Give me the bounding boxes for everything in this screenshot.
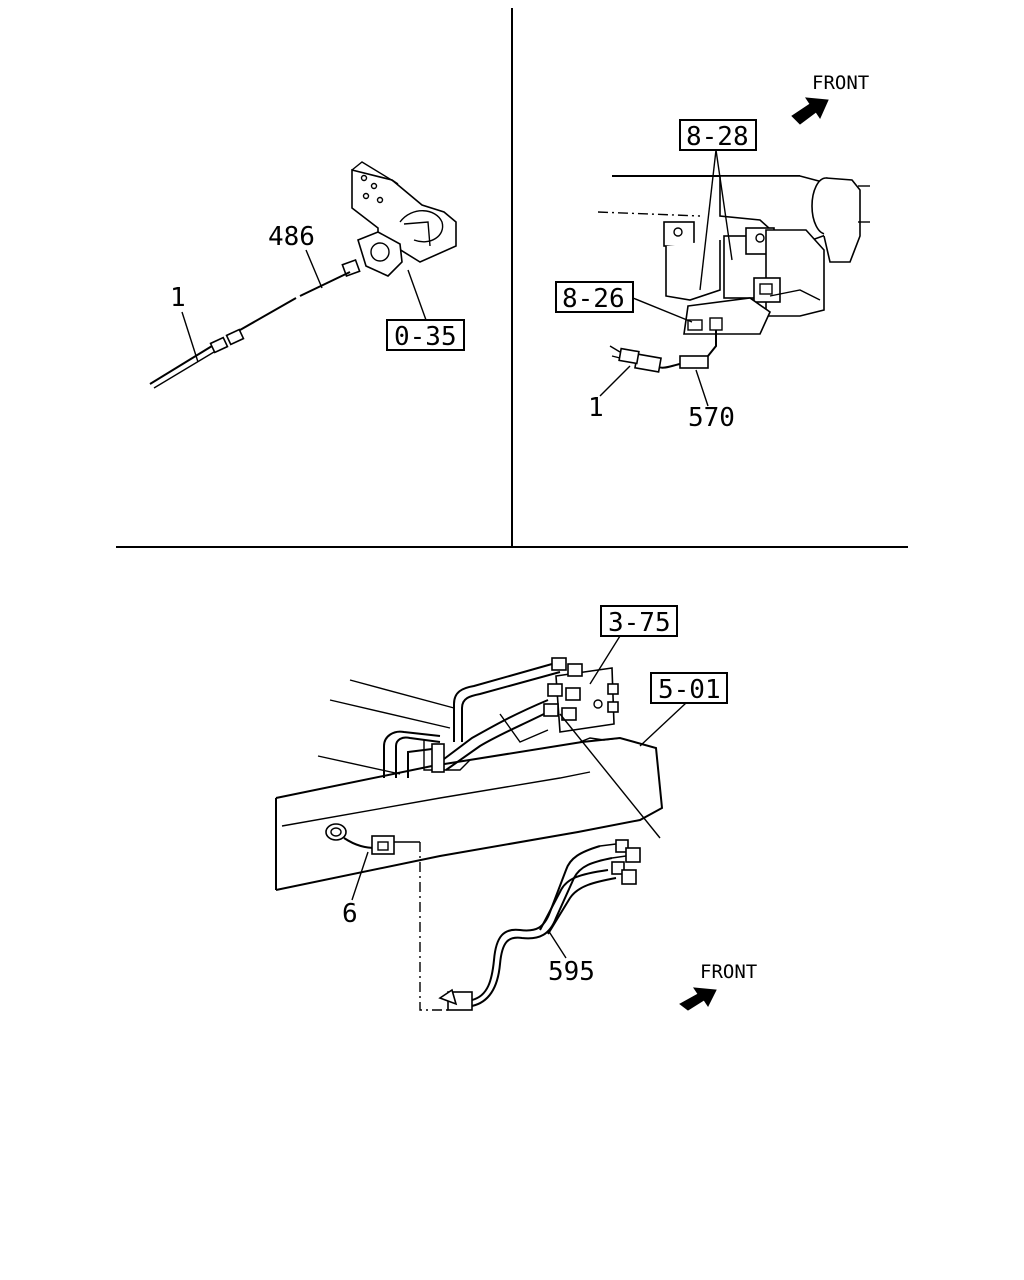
label-486: 486 bbox=[268, 222, 315, 252]
ref-box-0-35: 0-35 bbox=[386, 319, 465, 352]
front-arrow-bottom bbox=[679, 987, 717, 1011]
panel-bottom: 3-75 5-01 6 595 FRONT bbox=[275, 605, 757, 1011]
label-570: 570 bbox=[688, 403, 735, 433]
valve-assembly bbox=[663, 175, 870, 335]
panel-top-right: FRONT bbox=[555, 72, 870, 433]
ref-box-3-75: 3-75 bbox=[600, 605, 678, 638]
front-label-bottom: FRONT bbox=[700, 961, 757, 983]
brake-pipes bbox=[383, 663, 561, 778]
frame-rail bbox=[275, 679, 664, 891]
harness-486 bbox=[299, 271, 351, 297]
harness-570 bbox=[609, 330, 717, 373]
svg-text:5-01: 5-01 bbox=[658, 675, 721, 705]
svg-text:8-28: 8-28 bbox=[686, 122, 749, 152]
switch-bracket bbox=[341, 161, 457, 278]
harness-6 bbox=[325, 823, 450, 1011]
ref-box-8-26: 8-26 bbox=[555, 281, 634, 314]
svg-text:8-26: 8-26 bbox=[562, 284, 625, 314]
front-label-top: FRONT bbox=[812, 72, 869, 94]
label-6: 6 bbox=[342, 899, 358, 929]
harness-595 bbox=[438, 839, 641, 1011]
front-arrow-top bbox=[791, 97, 829, 125]
connector-486 bbox=[225, 328, 245, 346]
proportioning-valve bbox=[543, 657, 619, 733]
svg-text:0-35: 0-35 bbox=[394, 322, 457, 352]
ref-box-5-01: 5-01 bbox=[650, 672, 728, 705]
label-595: 595 bbox=[548, 957, 595, 987]
svg-text:3-75: 3-75 bbox=[608, 608, 671, 638]
panel-top-left: 486 1 0-35 bbox=[149, 161, 465, 389]
ref-box-8-28: 8-28 bbox=[679, 119, 757, 152]
label-1: 1 bbox=[170, 283, 186, 313]
connector-1 bbox=[209, 336, 229, 354]
label-1-top-right: 1 bbox=[588, 393, 604, 423]
harness-1 bbox=[149, 345, 213, 385]
